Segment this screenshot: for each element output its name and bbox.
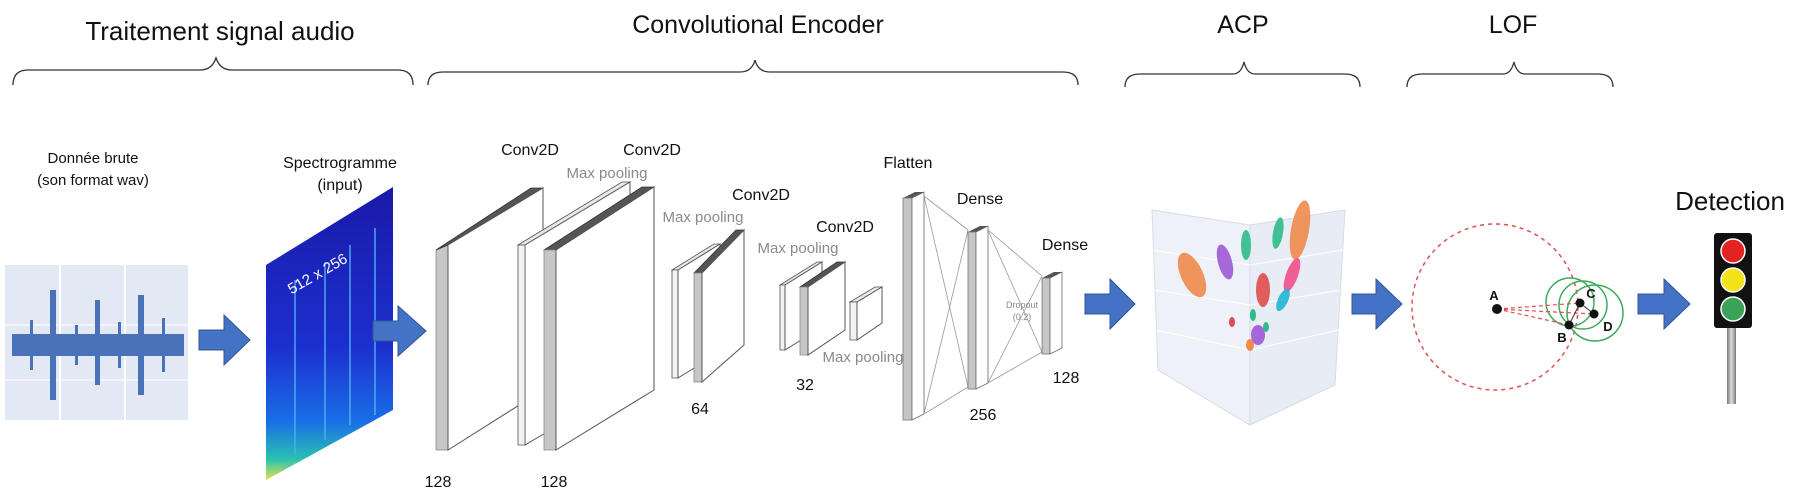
point-d xyxy=(1589,309,1599,319)
flatten-layer xyxy=(902,191,969,421)
maxpool-label: Max pooling xyxy=(758,240,839,257)
arrow-right-icon xyxy=(1637,277,1691,331)
detection-label: Detection xyxy=(1675,186,1785,216)
brace-acp xyxy=(1124,61,1361,88)
dropout-rate: (0.2) xyxy=(1013,312,1032,322)
maxpool-label: Max pooling xyxy=(823,349,904,366)
brace-lof xyxy=(1406,61,1614,88)
conv-block-2 xyxy=(516,181,656,451)
dropout-label: Dropout xyxy=(1006,300,1039,310)
layer-size-label: 32 xyxy=(796,377,814,394)
section-title-encoder: Convolutional Encoder xyxy=(632,11,884,39)
conv-block-3 xyxy=(670,228,745,384)
point-c xyxy=(1575,298,1585,308)
section-title-acp: ACP xyxy=(1217,11,1268,39)
arrow-right-icon xyxy=(1351,277,1403,331)
pca-3d-plot xyxy=(1151,200,1346,426)
maxpool-label: Max pooling xyxy=(567,165,648,182)
raw-data-format: (son format wav) xyxy=(37,172,149,189)
layer-label: Dense xyxy=(1042,237,1088,254)
layer-size-label: 128 xyxy=(1053,370,1080,387)
lof-illustration xyxy=(1411,223,1624,391)
layer-label: Conv2D xyxy=(732,187,790,204)
dense-layer-1 xyxy=(967,225,1043,390)
arrow-right-icon xyxy=(1084,277,1136,331)
traffic-light-icon xyxy=(1714,233,1752,404)
layer-size-label: 256 xyxy=(970,407,997,424)
arrow-right-icon xyxy=(372,304,427,358)
point-b xyxy=(1564,320,1574,330)
layer-label: Conv2D xyxy=(816,219,874,236)
layer-label: Dense xyxy=(957,191,1003,208)
section-title-audio: Traitement signal audio xyxy=(85,16,354,46)
section-title-lof: LOF xyxy=(1489,11,1538,39)
layer-label: Conv2D xyxy=(501,142,559,159)
raw-data-label: Donnée brute xyxy=(48,150,139,167)
lof-point-label: A xyxy=(1489,288,1499,303)
waveform-image xyxy=(5,265,188,420)
arrow-right-icon xyxy=(198,313,251,367)
spectrogram-subtitle: (input) xyxy=(317,177,362,194)
layer-label: Flatten xyxy=(884,155,933,172)
lof-point-label: B xyxy=(1557,330,1566,345)
layer-label: Conv2D xyxy=(623,142,681,159)
conv-block-4 xyxy=(778,261,847,356)
layer-size-label: 64 xyxy=(691,401,709,418)
layer-size-label: 128 xyxy=(541,474,568,491)
lof-point-label: D xyxy=(1603,319,1612,334)
lof-point-label: C xyxy=(1586,286,1596,301)
brace-audio xyxy=(12,55,414,86)
maxpool-label: Max pooling xyxy=(663,209,744,226)
brace-encoder xyxy=(427,59,1079,86)
point-a xyxy=(1492,304,1502,314)
dense-layer-2 xyxy=(1041,271,1063,355)
layer-size-label: 128 xyxy=(425,474,452,491)
spectrogram-title: Spectrogramme xyxy=(283,155,397,172)
conv-block-5 xyxy=(848,286,884,341)
